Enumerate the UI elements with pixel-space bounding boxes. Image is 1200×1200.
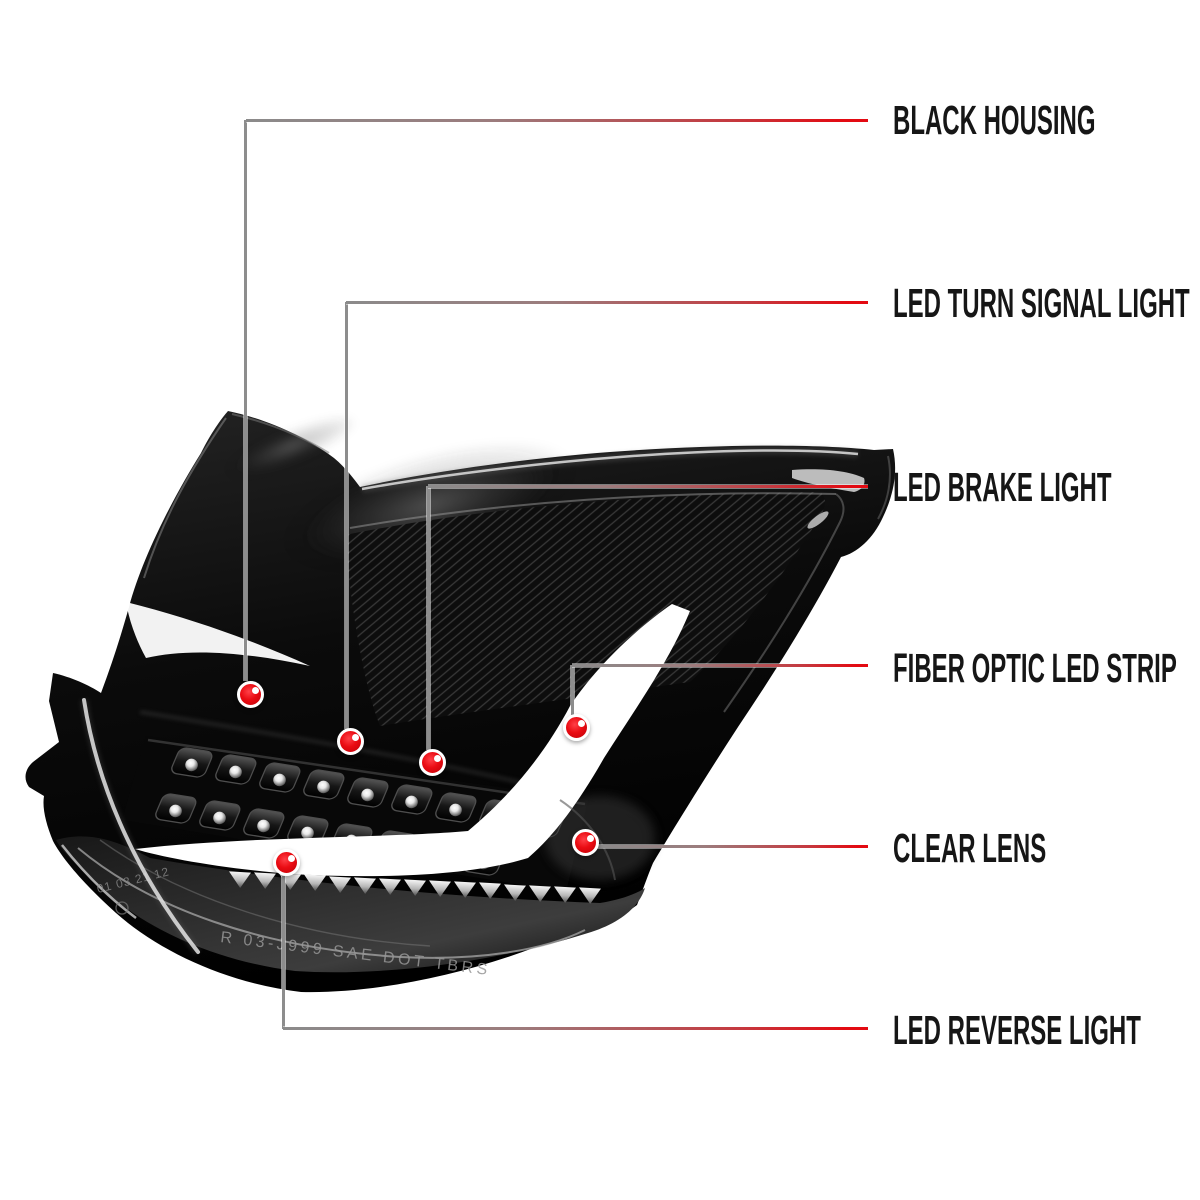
callout-dot-black-housing (237, 681, 264, 708)
ribbed-panel (345, 492, 826, 726)
callout-label-clear-lens: CLEAR LENS (893, 824, 1047, 871)
callout-label-led-reverse: LED REVERSE LIGHT (893, 1006, 1141, 1053)
callout-label-fiber-optic: FIBER OPTIC LED STRIP (893, 644, 1177, 691)
leader-vline-fiber-optic (571, 665, 574, 715)
leader-hline-led-turn-signal (346, 301, 868, 304)
callout-dot-fiber-optic (563, 714, 590, 741)
fiber-optic-strip (135, 604, 690, 877)
inner-rim-highlights (139, 492, 845, 794)
callout-dot-led-reverse (273, 849, 300, 876)
leader-vline-led-brake (427, 486, 430, 750)
leader-hline-led-brake (428, 485, 868, 488)
leader-hline-black-housing (246, 119, 868, 122)
leader-vline-led-turn-signal (345, 302, 348, 729)
callout-label-led-turn-signal: LED TURN SIGNAL LIGHT (893, 279, 1190, 326)
edge-highlights (80, 413, 891, 955)
leader-hline-led-reverse (283, 1027, 868, 1030)
callout-dot-clear-lens (572, 829, 599, 856)
callout-label-black-housing: BLACK HOUSING (893, 96, 1096, 143)
fin-gap-highlight (126, 602, 310, 666)
lens-stamp-circle (115, 901, 129, 915)
leader-hline-clear-lens (595, 845, 868, 848)
callout-dot-led-brake (419, 749, 446, 776)
leader-vline-black-housing (244, 120, 247, 681)
callout-label-led-brake: LED BRAKE LIGHT (893, 463, 1112, 510)
clear-lens-area: R 03-J999 SAE DOT TBRS 01 03 21 12 (56, 796, 655, 979)
leader-vline-led-reverse (282, 876, 285, 1029)
callout-dot-led-turn-signal (337, 728, 364, 755)
leader-hline-fiber-optic (572, 664, 868, 667)
